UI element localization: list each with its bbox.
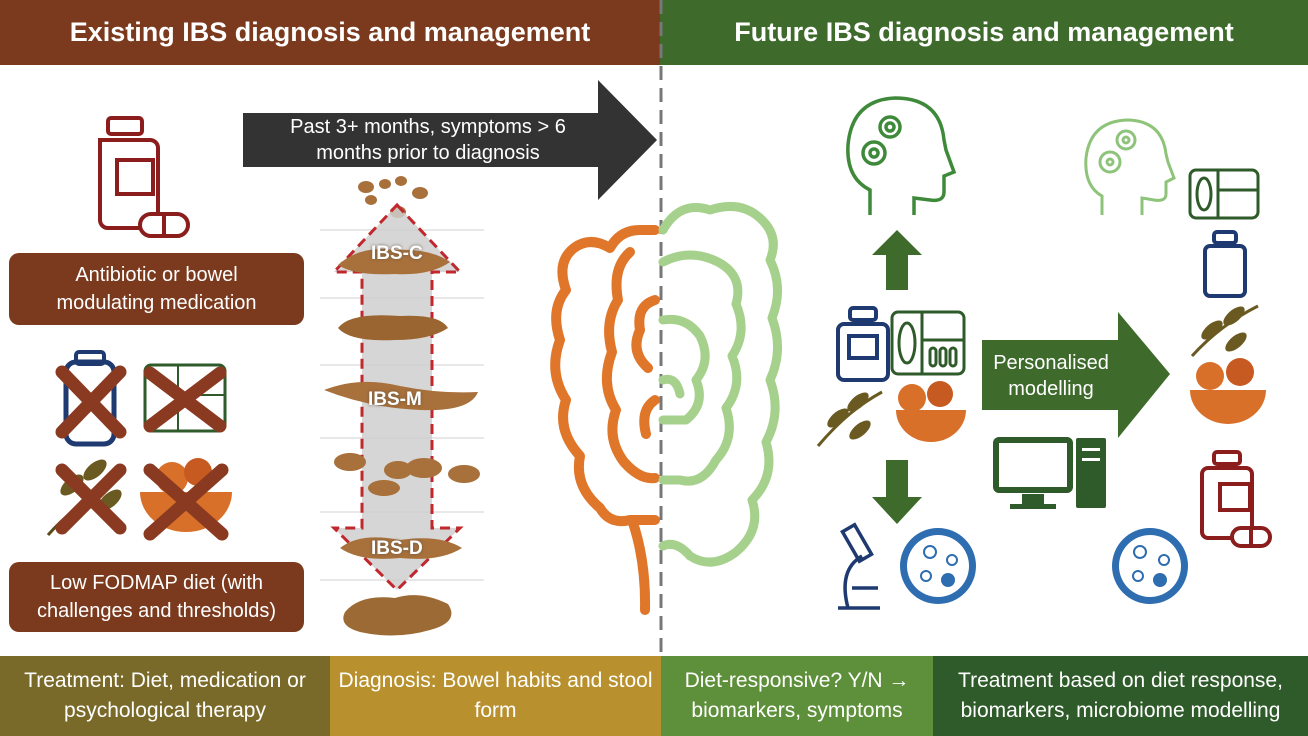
medication-bottle-icon (98, 116, 160, 230)
timeline-arrow (243, 80, 657, 200)
crossed-bottle-icon (55, 350, 127, 447)
head-gears-icon-small (1084, 118, 1176, 215)
future-header: Future IBS diagnosis and management (660, 0, 1308, 65)
petri-dish-icon-right (1112, 528, 1188, 604)
personalised-modelling-arrow (982, 312, 1170, 438)
pill-icon-right (1230, 526, 1272, 548)
personalised-modelling-label: Personalised modelling (993, 352, 1109, 400)
footer-treatment: Treatment: Diet, medication or psycholog… (0, 656, 330, 736)
pill-icon (138, 212, 190, 238)
crossed-fruit-bowl-icon (140, 458, 232, 541)
intestine-left-half-icon (550, 225, 660, 615)
existing-header: Existing IBS diagnosis and management (0, 0, 660, 65)
crossed-meal-tray-icon (143, 363, 227, 433)
bottle-icon-center (836, 306, 890, 382)
fruit-bowl-icon-right (1190, 358, 1266, 424)
microscope-icon (838, 522, 880, 610)
stool-type-m-label: IBS-M (368, 389, 422, 410)
crossed-wheat-icon (46, 459, 127, 536)
down-arrow (872, 460, 922, 524)
stool-type-c-label: IBS-C (371, 243, 423, 264)
fruit-bowl-icon-center (896, 381, 966, 442)
up-arrow (872, 230, 922, 290)
footer-diagnosis: Diagnosis: Bowel habits and stool form (330, 656, 661, 736)
timeline-label: Past 3+ months, symptoms > 6 months prio… (290, 116, 566, 164)
wheat-icon-right (1190, 304, 1259, 358)
meal-tray-icon-center (890, 310, 966, 376)
intestine-right-half-icon (658, 201, 783, 567)
bottle-icon-right (1203, 230, 1247, 298)
head-gears-icon-large (846, 96, 957, 215)
stool-forms (324, 249, 480, 636)
footer-diet-responsive: Diet-responsive? Y/N → biomarkers, sympt… (661, 656, 933, 736)
petri-dish-icon-center (900, 528, 976, 604)
wheat-icon-center (816, 390, 883, 447)
meal-tray-icon-right (1188, 168, 1260, 220)
medication-label: Antibiotic or bowel modulating medicatio… (9, 253, 304, 325)
diet-label: Low FODMAP diet (with challenges and thr… (9, 562, 304, 632)
stool-type-d-label: IBS-D (371, 538, 423, 559)
footer-future-treatment: Treatment based on diet response, biomar… (933, 656, 1308, 736)
computer-icon (993, 437, 1106, 509)
medication-bottle-icon-right (1200, 450, 1254, 540)
